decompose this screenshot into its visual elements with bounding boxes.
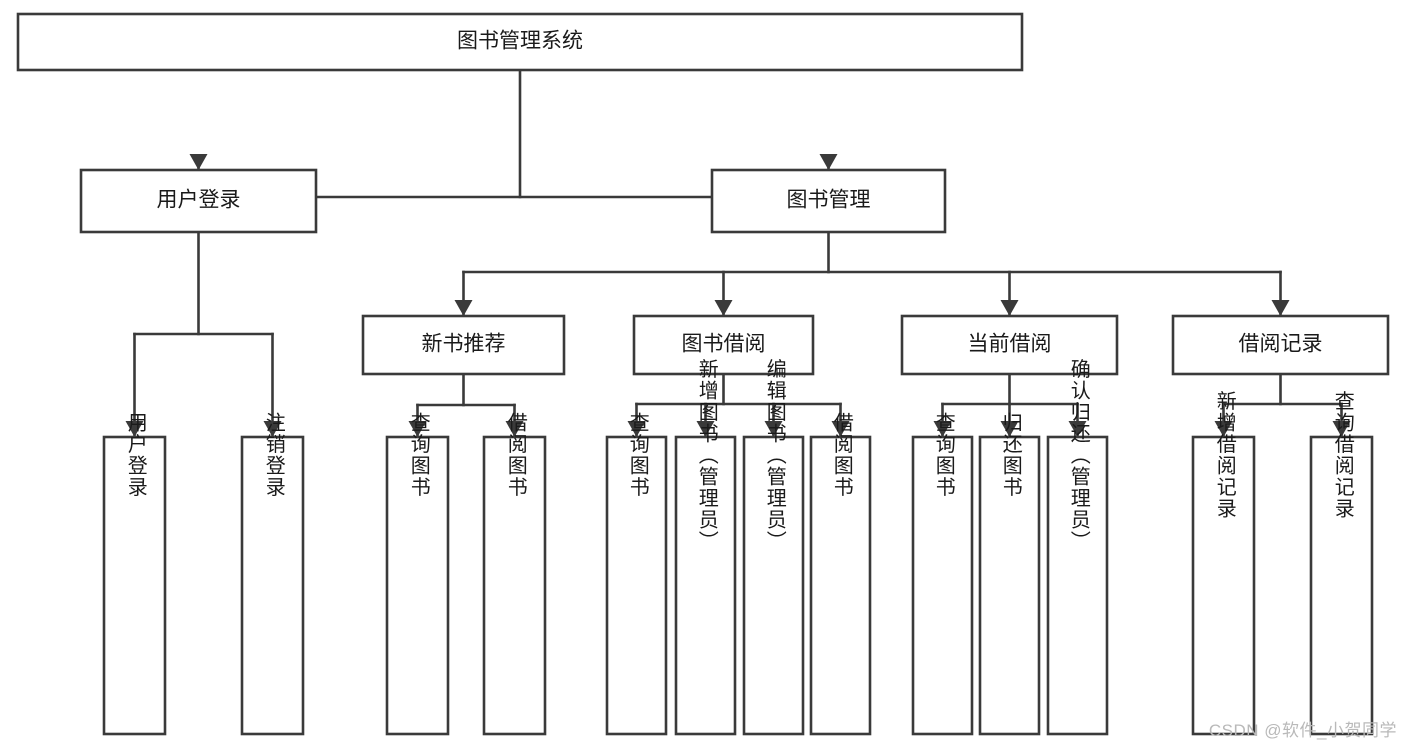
node-leaf-edit-book[interactable]: 编辑图书（管理员） [742, 358, 805, 736]
node-current-borrow-box[interactable] [900, 314, 1119, 376]
node-borrow-record-box[interactable] [1171, 314, 1390, 376]
node-current-borrow-label: 当前借阅 [968, 333, 1052, 356]
arrow-head-icon [189, 154, 208, 170]
arrow-head-icon [1271, 300, 1290, 316]
arrow-head-icon [125, 421, 144, 437]
node-leaf-query-book-cur[interactable]: 查询图书 [911, 412, 974, 736]
node-leaf-query-record[interactable]: 查询借阅记录 [1309, 390, 1374, 736]
node-leaf-add-book-label: 新增图书（管理员） [695, 358, 718, 552]
arrow-head-icon [263, 421, 282, 437]
node-root[interactable]: 图书管理系统 [16, 12, 1024, 72]
node-root-label: 图书管理系统 [457, 30, 583, 53]
node-leaf-user-logout-box[interactable] [240, 435, 305, 736]
node-leaf-borrow-book-label: 借阅图书 [830, 412, 853, 498]
node-leaf-user-logout[interactable]: 注销登录 [240, 412, 305, 736]
node-leaf-query-book-cur-label: 查询图书 [932, 412, 955, 498]
node-leaf-query-book-rec-box[interactable] [385, 435, 450, 736]
node-book-manage-box[interactable] [710, 168, 947, 234]
node-leaf-confirm-return-box[interactable] [1046, 435, 1109, 736]
arrow-head-icon [1068, 421, 1087, 437]
node-leaf-user-login-label: 用户登录 [124, 412, 147, 498]
node-leaf-query-record-box[interactable] [1309, 435, 1374, 736]
node-leaf-edit-book-label: 编辑图书（管理员） [763, 358, 786, 552]
node-leaf-borrow-book-rec[interactable]: 借阅图书 [482, 412, 547, 736]
node-leaf-confirm-return[interactable]: 确认归还（管理员） [1046, 358, 1109, 736]
arrow-head-icon [454, 300, 473, 316]
node-borrow-record-label: 借阅记录 [1239, 333, 1323, 356]
node-leaf-borrow-book[interactable]: 借阅图书 [809, 412, 872, 736]
arrow-head-icon [1000, 300, 1019, 316]
node-book-manage-label: 图书管理 [787, 189, 871, 212]
node-leaf-borrow-book-rec-label: 借阅图书 [504, 412, 527, 498]
node-user-login[interactable]: 用户登录 [79, 168, 318, 234]
node-leaf-query-book-borrow-box[interactable] [605, 435, 668, 736]
node-book-manage[interactable]: 图书管理 [710, 168, 947, 234]
node-leaf-query-book-cur-box[interactable] [911, 435, 974, 736]
arrow-head-icon [764, 421, 783, 437]
arrow-head-icon [696, 421, 715, 437]
arrow-head-icon [831, 421, 850, 437]
arrow-head-icon [505, 421, 524, 437]
node-book-borrow[interactable]: 图书借阅 [632, 314, 815, 376]
node-book-borrow-label: 图书借阅 [682, 333, 766, 356]
node-new-book-recommend-label: 新书推荐 [422, 333, 506, 356]
node-leaf-borrow-book-rec-box[interactable] [482, 435, 547, 736]
node-user-login-label: 用户登录 [157, 189, 241, 212]
node-leaf-edit-book-box[interactable] [742, 435, 805, 736]
arrow-head-icon [1000, 421, 1019, 437]
node-leaf-return-book-box[interactable] [978, 435, 1041, 736]
node-new-book-recommend[interactable]: 新书推荐 [361, 314, 566, 376]
arrow-head-icon [1332, 421, 1351, 437]
node-leaf-query-record-label: 查询借阅记录 [1331, 390, 1354, 519]
arrow-head-icon [933, 421, 952, 437]
arrow-head-icon [1214, 421, 1233, 437]
node-leaf-confirm-return-label: 确认归还（管理员） [1067, 358, 1090, 552]
connector-layer [125, 68, 1351, 437]
node-leaf-user-logout-label: 注销登录 [262, 412, 285, 498]
node-leaf-query-book-borrow-label: 查询图书 [626, 412, 649, 498]
arrow-head-icon [408, 421, 427, 437]
node-leaf-user-login[interactable]: 用户登录 [102, 412, 167, 736]
node-leaf-add-book-box[interactable] [674, 435, 737, 736]
node-leaf-add-record-label: 新增借阅记录 [1213, 390, 1236, 519]
node-leaf-return-book-label: 归还图书 [999, 412, 1022, 498]
node-leaf-query-book-rec-label: 查询图书 [407, 412, 430, 498]
node-leaf-query-book-borrow[interactable]: 查询图书 [605, 412, 668, 736]
node-current-borrow[interactable]: 当前借阅 [900, 314, 1119, 376]
node-root-box[interactable] [16, 12, 1024, 72]
node-book-borrow-box[interactable] [632, 314, 815, 376]
node-user-login-box[interactable] [79, 168, 318, 234]
node-new-book-recommend-box[interactable] [361, 314, 566, 376]
node-leaf-add-book[interactable]: 新增图书（管理员） [674, 358, 737, 736]
node-borrow-record[interactable]: 借阅记录 [1171, 314, 1390, 376]
node-leaf-add-record[interactable]: 新增借阅记录 [1191, 390, 1256, 736]
node-leaf-query-book-rec[interactable]: 查询图书 [385, 412, 450, 736]
arrow-head-icon [627, 421, 646, 437]
node-layer: 图书管理系统用户登录图书管理新书推荐图书借阅当前借阅借阅记录用户登录注销登录查询… [16, 12, 1390, 736]
node-leaf-add-record-box[interactable] [1191, 435, 1256, 736]
node-leaf-return-book[interactable]: 归还图书 [978, 412, 1041, 736]
node-leaf-user-login-box[interactable] [102, 435, 167, 736]
node-leaf-borrow-book-box[interactable] [809, 435, 872, 736]
arrow-head-icon [819, 154, 838, 170]
arrow-head-icon [714, 300, 733, 316]
